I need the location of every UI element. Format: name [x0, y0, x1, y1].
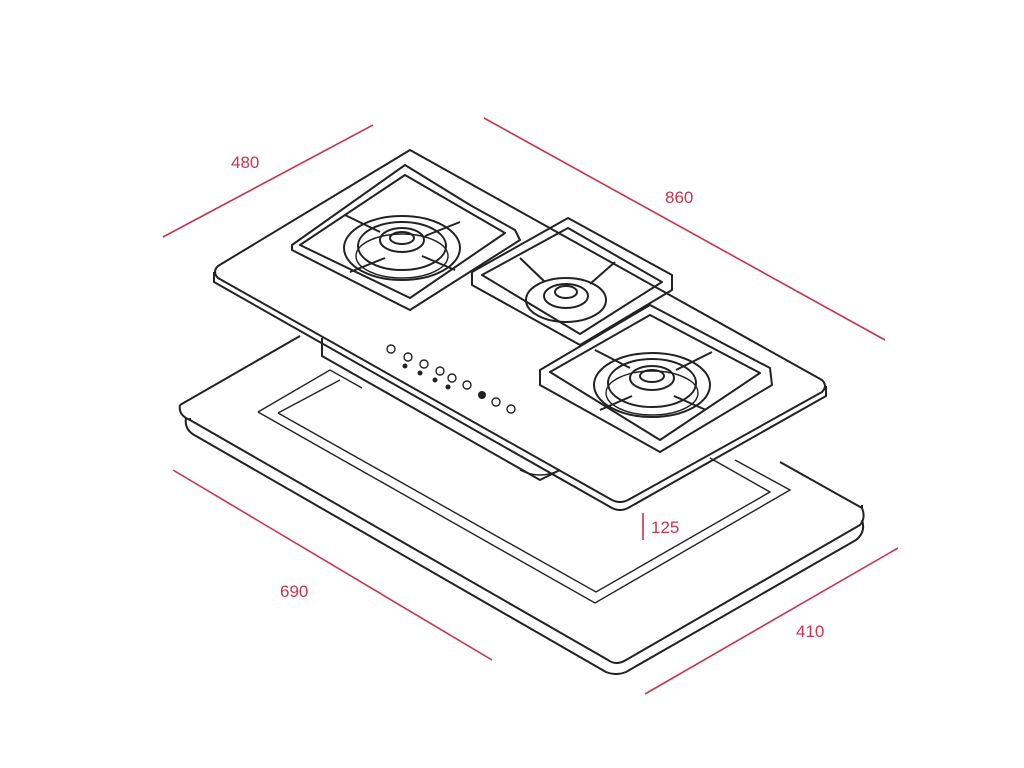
hob-top-plate	[213, 149, 827, 511]
dimension-label-690: 690	[280, 582, 309, 601]
dimension-label-860: 860	[665, 188, 694, 207]
dimension-label-410: 410	[796, 622, 825, 641]
control-knobs	[386, 344, 516, 414]
burner-center	[471, 217, 673, 346]
cutout-frame	[178, 335, 865, 675]
dimension-label-480: 480	[231, 153, 260, 172]
dimension-line-410	[644, 547, 899, 695]
dimension-line-480	[162, 124, 374, 238]
dimension-line-690	[172, 469, 493, 661]
hob-body	[321, 338, 561, 481]
burner-left	[291, 164, 521, 311]
dimension-line-860	[483, 117, 886, 341]
dimension-label-125: 125	[651, 518, 680, 537]
burner-right	[539, 304, 773, 453]
